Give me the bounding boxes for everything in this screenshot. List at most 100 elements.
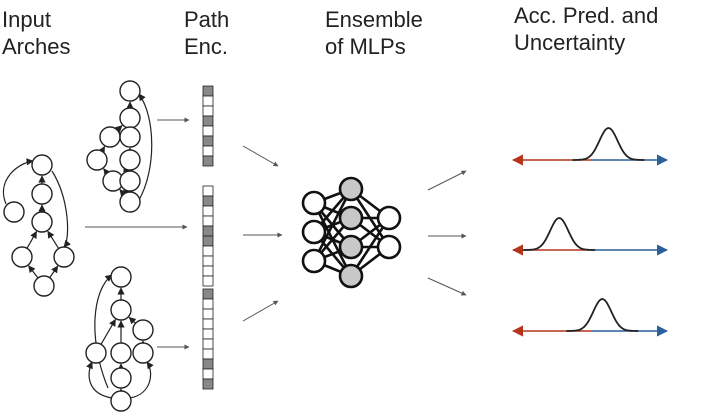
mlp-edge [312, 188, 353, 262]
mlp-output-node [376, 234, 402, 260]
encoding-cell [202, 125, 214, 137]
mlp-hidden-node [338, 176, 364, 202]
flow-arrow [242, 300, 279, 322]
header-ensemble-mlps: Ensemble of MLPs [325, 6, 423, 60]
graph-node [53, 246, 75, 268]
graph-node [110, 390, 132, 412]
graph-node [110, 367, 132, 389]
header-acc-line1: Acc. Pred. and [514, 3, 659, 28]
flow-arrow [242, 145, 279, 167]
graph-skip-edge [86, 361, 113, 399]
encoding-cell [202, 245, 214, 257]
path-encoding-bar-3 [202, 288, 214, 390]
graph-node [86, 149, 108, 171]
graph-skip-edge [94, 274, 113, 389]
graph-edge [128, 316, 137, 325]
header-acc-line2: Uncertainty [514, 30, 626, 55]
graph-node [119, 80, 141, 102]
graph-node [11, 246, 33, 268]
uncertainty-curve [523, 217, 596, 251]
prediction-row-1 [511, 127, 669, 166]
encoding-cell [202, 308, 214, 320]
encoding-cell [202, 338, 214, 350]
graph-skip-edge [51, 170, 71, 248]
header-ensemble-line1: Ensemble [325, 7, 423, 32]
arch-graph-left [3, 154, 75, 297]
header-input-line2: Arches [2, 34, 71, 59]
encoding-cell [202, 225, 214, 237]
encoding-cell [202, 145, 214, 157]
graph-node [110, 266, 132, 288]
path-encoding-bar-2 [202, 185, 214, 287]
graph-node [132, 342, 154, 364]
encoding-cell [202, 288, 214, 300]
encoding-cell [202, 185, 214, 197]
encoding-cell [202, 328, 214, 340]
mlp-network [301, 176, 402, 289]
header-input-arches: Input Arches [2, 6, 70, 60]
header-input-line1: Input [2, 7, 51, 32]
graph-node [119, 149, 141, 171]
flow-arrow [427, 170, 467, 191]
graph-node [119, 191, 141, 213]
encoding-cell [202, 115, 214, 127]
encoding-cell [202, 358, 214, 370]
graph-node [31, 183, 53, 205]
mlp-hidden-node [338, 205, 364, 231]
graph-node [119, 107, 141, 129]
header-acc-pred: Acc. Pred. and Uncertainty [514, 2, 658, 56]
mlp-hidden-node [338, 234, 364, 260]
encoding-cell [202, 215, 214, 227]
graph-edge [49, 265, 59, 279]
graph-node [119, 126, 141, 148]
arrows-to-encoding [85, 117, 190, 350]
encoding-cell [202, 105, 214, 117]
graph-skip-edge [138, 93, 153, 201]
encoding-cell [202, 135, 214, 147]
encoding-cell [202, 85, 214, 97]
encoding-cell [202, 348, 214, 360]
graph-edge [114, 125, 123, 133]
encoding-cell [202, 298, 214, 310]
graph-node [110, 299, 132, 321]
encoding-cell [202, 235, 214, 247]
graph-node [99, 126, 121, 148]
encoding-cell [202, 205, 214, 217]
graph-node [85, 342, 107, 364]
path-encoding-bar-1 [202, 85, 214, 167]
mlp-input-node [301, 248, 327, 274]
header-path-line2: Enc. [184, 34, 229, 59]
header-path-line1: Path [184, 7, 230, 32]
encoding-cell [202, 378, 214, 390]
graph-edge [100, 318, 116, 345]
graph-node [31, 154, 53, 176]
arch-graph-top [86, 80, 153, 213]
encoding-cell [202, 195, 214, 207]
graph-node [110, 342, 132, 364]
prediction-row-3 [511, 298, 669, 337]
graph-node [31, 211, 53, 233]
encoding-cell [202, 265, 214, 277]
flow-arrow [427, 277, 467, 296]
encoding-cell [202, 255, 214, 267]
graph-edge [28, 265, 39, 279]
uncertainty-curve [566, 298, 639, 332]
graph-node [132, 319, 154, 341]
mlp-hidden-node [338, 263, 364, 289]
uncertainty-curve [572, 127, 645, 161]
encoding-cell [202, 155, 214, 167]
encoding-cell [202, 368, 214, 380]
graph-edge [119, 188, 127, 197]
graph-node [3, 201, 25, 223]
graph-edge [98, 145, 106, 154]
header-path-encoding: Path Enc. [184, 6, 229, 60]
graph-edge [26, 230, 38, 249]
encoding-cell [202, 318, 214, 330]
graph-node [119, 170, 141, 192]
mlp-output-node [376, 205, 402, 231]
mlp-input-node [301, 190, 327, 216]
graph-node [33, 275, 55, 297]
graph-edge [47, 230, 60, 249]
mlp-input-node [301, 219, 327, 245]
